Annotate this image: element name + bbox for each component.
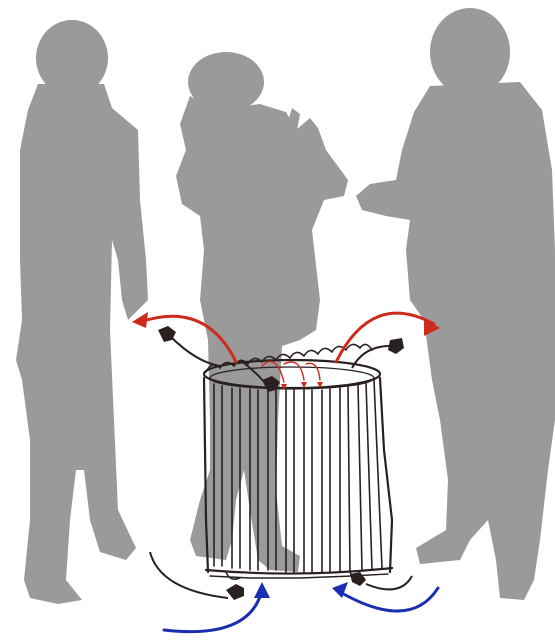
person-left-silhouette [16,20,148,604]
heater-sketch [202,343,394,580]
person-right-silhouette [356,8,555,600]
person-center-silhouette [176,52,348,572]
heater-slats [213,379,383,573]
warm-air-arrow [138,311,436,383]
cool-air-arrow [162,586,440,634]
warm-air-arrowheads [132,312,440,390]
hand-pointer-icon [149,326,413,600]
cool-air-arrowheads [254,582,348,598]
